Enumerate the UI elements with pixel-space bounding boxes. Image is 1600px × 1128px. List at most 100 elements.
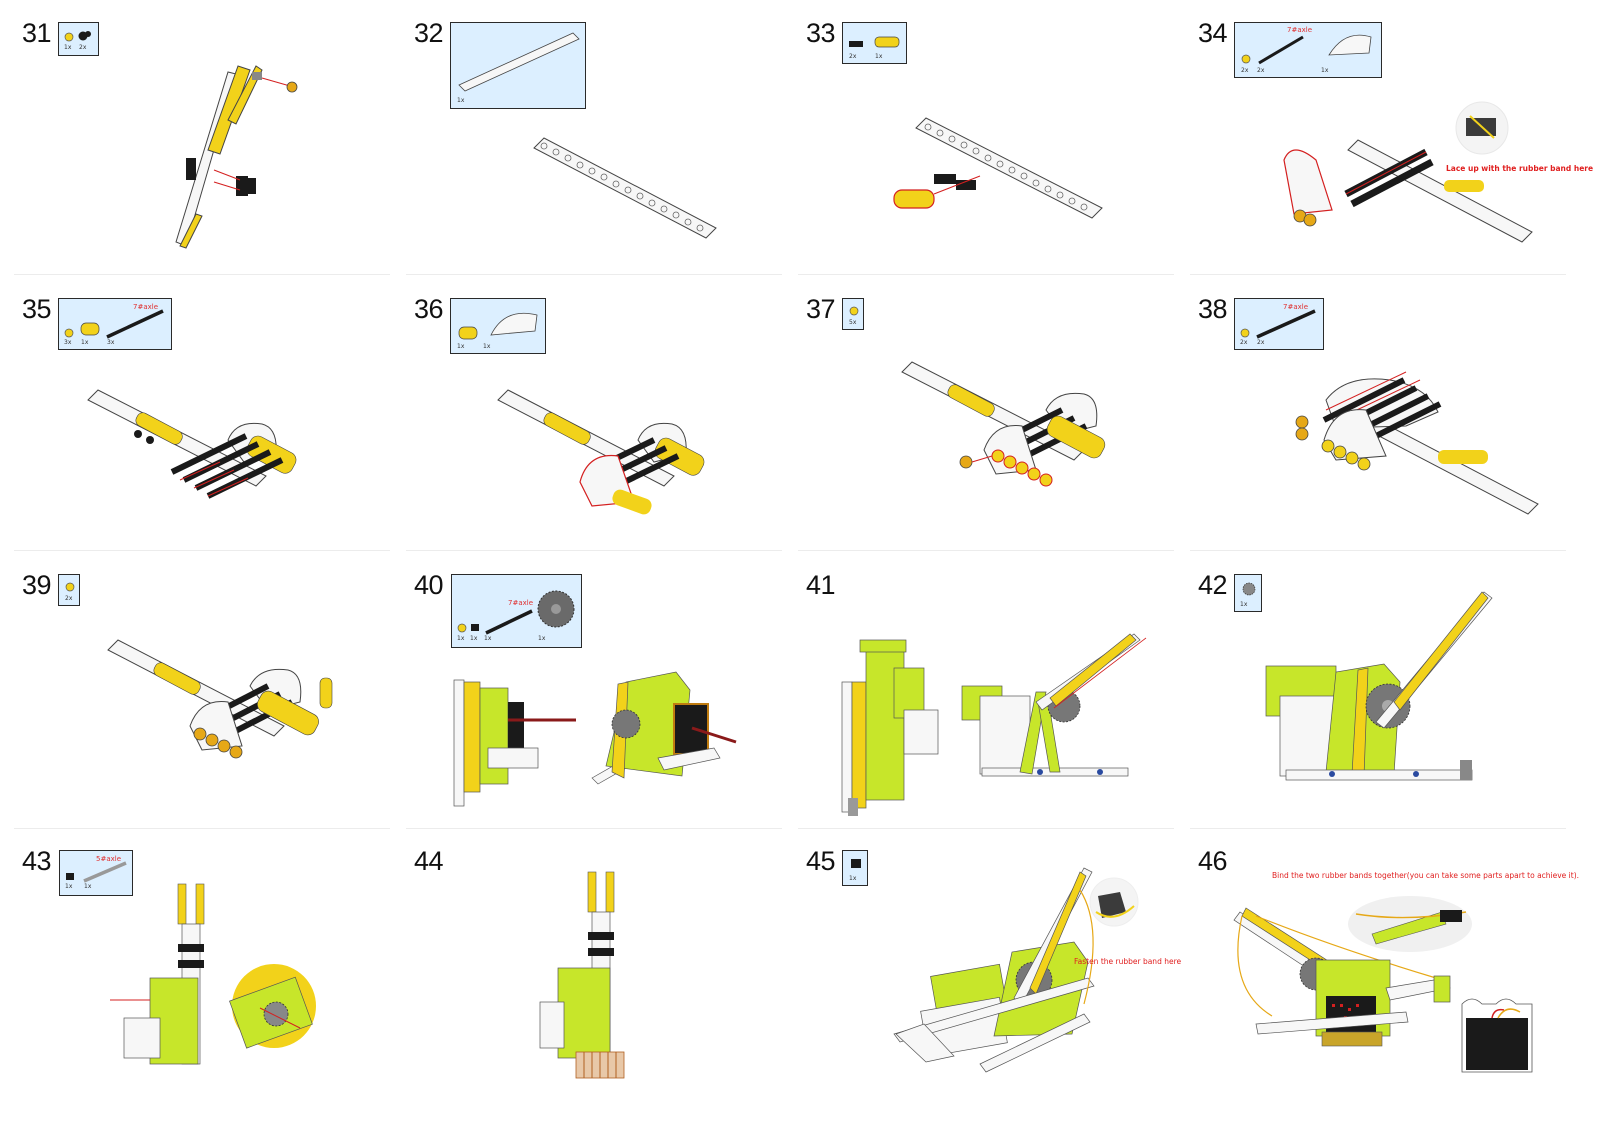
step-number: 35 xyxy=(22,294,52,324)
step-number: 43 xyxy=(22,846,52,876)
part-count: 1x xyxy=(1321,67,1329,74)
step-38: 38 7#axle 2x 2x xyxy=(1176,276,1600,552)
axle-label: 7#axle xyxy=(1283,303,1309,311)
step-40: 40 7#axle 1x 1x 1x 1x xyxy=(392,552,784,828)
step-number: 34 xyxy=(1198,18,1228,48)
step-43: 43 5#axle 1x 1x xyxy=(0,828,392,1128)
step-46: 46 Bind the two rubber bands together(yo… xyxy=(1176,828,1600,1128)
axle-label: 7#axle xyxy=(1287,26,1313,34)
step-number: 44 xyxy=(414,846,444,876)
step-number: 33 xyxy=(806,18,836,48)
instruction-note: Fasten the rubber band here xyxy=(1074,957,1182,966)
part-count: 1x xyxy=(65,883,73,890)
step-31: 31 1x 2x xyxy=(0,0,392,276)
parts-callout: 1x xyxy=(450,22,586,109)
parts-callout: 5#axle 1x 1x xyxy=(59,850,133,896)
assembly-illustration xyxy=(533,137,717,239)
part-count: 2x xyxy=(65,595,73,602)
parts-callout: 1x xyxy=(842,850,868,886)
part-count: 1x xyxy=(875,53,883,60)
step-number: 32 xyxy=(414,18,444,48)
step-37: 37 5x xyxy=(784,276,1176,552)
assembly-illustration xyxy=(107,639,333,759)
assembly-illustration xyxy=(893,117,1103,219)
part-count: 2x xyxy=(1240,339,1248,346)
axle-label: 7#axle xyxy=(508,599,534,607)
assembly-illustration xyxy=(1295,371,1539,515)
parts-callout: 2x xyxy=(58,574,80,606)
instruction-note: Bind the two rubber bands together(you c… xyxy=(1272,871,1580,880)
assembly-illustration xyxy=(1233,896,1533,1073)
parts-callout: 1x 2x xyxy=(58,22,99,56)
part-count: 3x xyxy=(64,339,72,346)
parts-icons xyxy=(65,582,75,592)
part-count: 2x xyxy=(1257,339,1265,346)
part-count: 1x xyxy=(457,343,465,350)
parts-callout: 7#axle 2x 2x xyxy=(1234,298,1324,350)
part-count: 1x xyxy=(483,343,491,350)
axle-label: 7#axle xyxy=(133,303,159,311)
step-34: 34 7#axle 2x 2x 1x Lace up with the rubb… xyxy=(1176,0,1600,276)
instruction-note: Lace up with the rubber band here xyxy=(1446,164,1594,173)
assembly-illustration xyxy=(175,65,298,249)
parts-icons xyxy=(849,36,900,48)
parts-callout: 7#axle 1x 1x 1x 1x xyxy=(451,574,582,648)
part-count: 5x xyxy=(849,319,857,326)
part-count: 1x xyxy=(538,635,546,642)
parts-callout: 1x xyxy=(1234,574,1262,612)
assembly-illustration xyxy=(901,361,1106,487)
parts-callout: 2x 1x xyxy=(842,22,907,64)
axle-label: 5#axle xyxy=(96,855,122,863)
step-number: 37 xyxy=(806,294,836,324)
parts-icons xyxy=(1241,34,1372,65)
step-36: 36 1x 1x xyxy=(392,276,784,552)
part-count: 2x xyxy=(79,44,87,51)
part-count: 3x xyxy=(107,339,115,346)
part-count: 1x xyxy=(470,635,478,642)
step-39: 39 2x xyxy=(0,552,392,828)
part-count: 2x xyxy=(1241,67,1249,74)
step-42: 42 1x xyxy=(1176,552,1600,828)
part-count: 1x xyxy=(81,339,89,346)
step-number: 45 xyxy=(806,846,836,876)
step-33: 33 2x 1x xyxy=(784,0,1176,276)
step-number: 39 xyxy=(22,570,52,600)
step-41: 41 xyxy=(784,552,1176,828)
parts-icons xyxy=(849,306,859,316)
parts-icons xyxy=(64,31,91,42)
parts-icons xyxy=(1240,309,1316,339)
parts-icons xyxy=(457,590,575,635)
step-number: 31 xyxy=(22,18,52,48)
assembly-illustration xyxy=(110,883,316,1065)
parts-icons xyxy=(458,32,580,92)
part-count: 2x xyxy=(1257,67,1265,74)
parts-callout: 7#axle 3x 1x 3x xyxy=(58,298,172,350)
parts-icons xyxy=(851,859,861,868)
step-number: 42 xyxy=(1198,570,1228,600)
part-count: 2x xyxy=(849,53,857,60)
step-number: 46 xyxy=(1198,846,1228,876)
step-number: 38 xyxy=(1198,294,1228,324)
part-count: 1x xyxy=(457,635,465,642)
part-count: 1x xyxy=(457,97,465,104)
step-35: 35 7#axle 3x 1x 3x xyxy=(0,276,392,552)
part-count: 1x xyxy=(484,635,492,642)
assembly-illustration xyxy=(87,389,297,499)
assembly-illustration xyxy=(539,871,625,1079)
assembly-illustration xyxy=(453,671,737,807)
step-number: 40 xyxy=(414,570,444,600)
part-count: 1x xyxy=(84,883,92,890)
parts-icons xyxy=(64,309,164,339)
part-count: 1x xyxy=(1240,601,1248,608)
assembly-illustration xyxy=(1265,591,1493,781)
parts-icons xyxy=(66,861,127,883)
part-count: 1x xyxy=(849,875,857,882)
step-number: 41 xyxy=(806,570,836,600)
assembly-illustration xyxy=(497,389,705,515)
assembly-illustration xyxy=(1283,101,1533,243)
step-44: 44 xyxy=(392,828,784,1128)
step-number: 36 xyxy=(414,294,444,324)
parts-icons xyxy=(1242,582,1256,596)
parts-callout: 7#axle 2x 2x 1x xyxy=(1234,22,1382,78)
